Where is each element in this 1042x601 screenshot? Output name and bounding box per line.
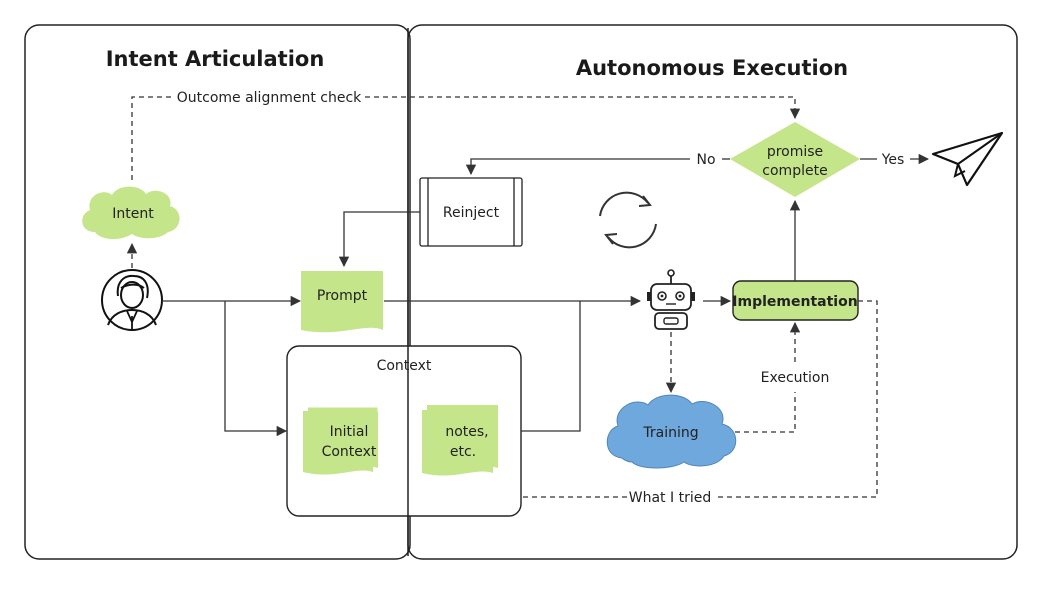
outcome-check-edge-right: [365, 96, 801, 120]
no-label: No: [696, 152, 715, 168]
reinject-label: Reinject: [443, 205, 500, 221]
training-to-execution-edge: [735, 392, 796, 433]
initial-context-line1: Initial: [330, 424, 369, 440]
training-cloud: [606, 394, 737, 469]
robot-icon: [647, 269, 695, 330]
notes-line1: notes,: [445, 424, 488, 440]
outcome-check-label: Outcome alignment check: [177, 90, 362, 106]
notes-line2: etc.: [450, 444, 476, 460]
paper-plane-icon: [931, 131, 1004, 187]
implementation-label: Implementation: [732, 294, 857, 310]
notes-node: [422, 405, 498, 476]
user-to-context-edge: [224, 301, 288, 437]
decision-label-line2: complete: [762, 163, 827, 179]
initial-context-line2: Context: [322, 444, 377, 460]
reinject-to-prompt-edge: [338, 211, 420, 268]
yes-label: Yes: [881, 152, 905, 168]
user-avatar-icon: [101, 269, 163, 331]
no-to-reinject-edge: [465, 158, 690, 176]
context-title: Context: [377, 358, 432, 374]
what-i-tried-edge-right: [716, 300, 878, 498]
outcome-check-edge-left: [131, 96, 172, 180]
training-label: Training: [642, 425, 698, 441]
decision-label-line1: promise: [767, 144, 823, 160]
initial-context-node: [303, 406, 379, 475]
what-i-tried-label: What I tried: [629, 490, 711, 506]
decision-node: [730, 122, 860, 197]
execution-label: Execution: [761, 370, 830, 386]
intent-label: Intent: [112, 206, 154, 222]
refresh-cycle-icon: [599, 191, 657, 249]
intent-cloud: [82, 186, 180, 240]
intent-articulation-title: Intent Articulation: [106, 47, 325, 71]
intent-articulation-panel: [24, 24, 411, 560]
autonomous-execution-title: Autonomous Execution: [576, 56, 848, 80]
context-to-robot-edge: [521, 301, 581, 432]
prompt-node: [301, 271, 383, 333]
prompt-label: Prompt: [317, 288, 368, 304]
